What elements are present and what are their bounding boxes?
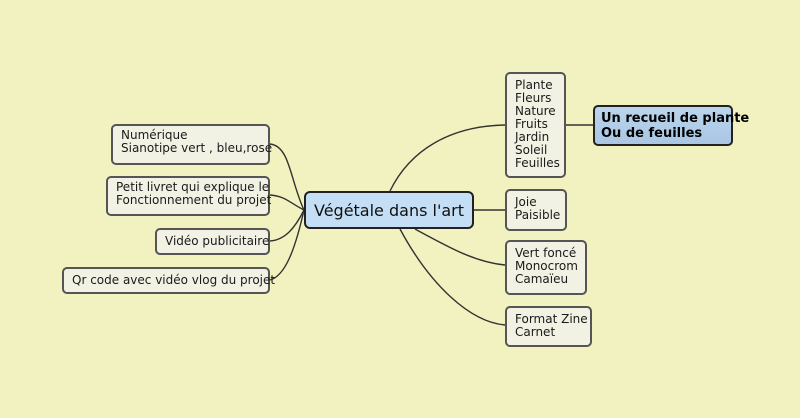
node-video[interactable]: Vidéo publicitaire (155, 228, 270, 255)
node-qrcode-line-1: Qr code avec vidéo vlog du projet (72, 273, 276, 287)
connector-numerique (269, 143, 305, 211)
sub-topic-recueil[interactable]: Un recueil de plante Ou de feuilles (593, 105, 750, 146)
node-format[interactable]: Format Zine Carnet (505, 306, 592, 347)
node-video-line-1: Vidéo publicitaire (165, 234, 270, 248)
node-numerique[interactable]: Numérique Sianotipe vert , bleu,rose (111, 124, 273, 165)
connector-plantes (389, 124, 506, 192)
central-topic[interactable]: Végétale dans l'art (304, 191, 474, 229)
node-livret[interactable]: Petit livret qui explique le Fonctionnem… (106, 176, 272, 216)
connector-qrcode (269, 209, 305, 281)
node-numerique-line-1: Numérique (121, 128, 188, 142)
node-plantes-line-1: Plante (515, 78, 553, 92)
node-format-line-1: Format Zine (515, 312, 588, 326)
node-couleurs[interactable]: Vert foncé Monocrom Camaïeu (505, 240, 587, 295)
node-plantes-line-5: Jardin (515, 130, 550, 144)
node-couleurs-line-2: Monocrom (515, 259, 578, 273)
node-joie[interactable]: Joie Paisible (505, 189, 567, 231)
node-plantes-line-6: Soleil (515, 143, 548, 157)
sub-topic-line-1: Un recueil de plante (601, 111, 750, 126)
node-joie-line-1: Joie (515, 195, 537, 209)
node-joie-line-2: Paisible (515, 208, 561, 222)
connector-video (269, 209, 305, 242)
node-numerique-line-2: Sianotipe vert , bleu,rose (121, 141, 273, 155)
connector-couleurs (414, 228, 506, 266)
connector-livret (269, 194, 305, 211)
node-plantes-line-3: Nature (515, 104, 556, 118)
node-plantes[interactable]: Plante Fleurs Nature Fruits Jardin Solei… (505, 72, 566, 178)
connector-format (399, 228, 506, 326)
node-livret-line-2: Fonctionnement du projet (116, 193, 272, 207)
node-couleurs-line-3: Camaïeu (515, 272, 569, 286)
node-qrcode[interactable]: Qr code avec vidéo vlog du projet (62, 267, 276, 294)
node-livret-line-1: Petit livret qui explique le (116, 180, 270, 194)
node-couleurs-line-1: Vert foncé (515, 246, 577, 260)
node-plantes-line-4: Fruits (515, 117, 548, 131)
node-plantes-line-2: Fleurs (515, 91, 552, 105)
node-plantes-line-7: Feuilles (515, 156, 560, 170)
node-format-line-2: Carnet (515, 325, 556, 339)
sub-topic-line-2: Ou de feuilles (601, 126, 703, 141)
